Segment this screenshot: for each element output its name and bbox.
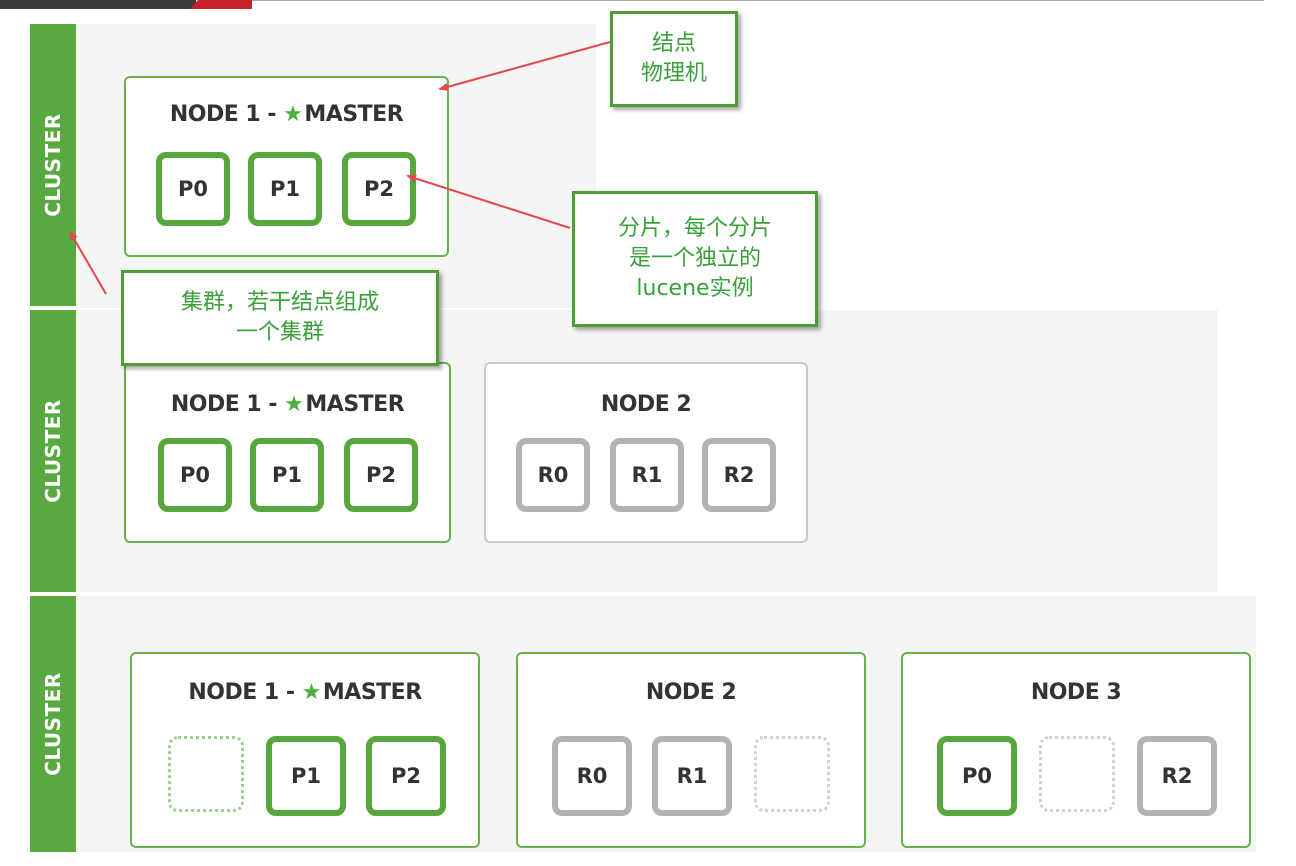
node-title: NODE 3 (1030, 680, 1122, 705)
shard-p0: P0 (158, 438, 232, 512)
star-icon: ★ (284, 392, 304, 417)
shard-p2: P2 (344, 438, 418, 512)
empty-shard-slot (1039, 736, 1115, 812)
arrow-cluster (68, 230, 107, 295)
shard-r0: R0 (516, 438, 590, 512)
shard-p2: P2 (342, 152, 416, 226)
header-bar-red (190, 0, 252, 9)
shard-p1: P1 (250, 438, 324, 512)
node-1-master: NODE 1 - ★MASTER P0 P1 P2 (124, 76, 449, 257)
shard-r0: R0 (552, 736, 632, 816)
cluster-strip-3: CLUSTER (30, 596, 76, 852)
shard-r1: R1 (610, 438, 684, 512)
header-bar-dark (0, 0, 196, 9)
shard-p1: P1 (248, 152, 322, 226)
star-icon: ★ (283, 102, 303, 127)
node-title: NODE 2 (600, 392, 692, 417)
cluster-strip-1: CLUSTER (30, 24, 76, 306)
shard-r1: R1 (652, 736, 732, 816)
node-3: NODE 3 P0 R2 (901, 652, 1251, 848)
node-1-master: NODE 1 - ★MASTER P1 P2 (130, 652, 480, 848)
node-title: NODE 1 - ★MASTER (170, 392, 405, 417)
node-title: NODE 1 - ★MASTER (188, 680, 422, 705)
node-title: NODE 1 - ★MASTER (169, 102, 404, 127)
callout-cluster: 集群，若干结点组成 一个集群 (121, 270, 439, 366)
cluster-strip-2: CLUSTER (30, 310, 76, 592)
header-divider (252, 0, 1264, 1)
arrow-node (438, 41, 611, 91)
node-2: NODE 2 R0 R1 R2 (484, 362, 808, 543)
callout-shard: 分片，每个分片 是一个独立的 lucene实例 (572, 191, 818, 327)
shard-r2: R2 (702, 438, 776, 512)
shard-p1: P1 (266, 736, 346, 816)
node-2: NODE 2 R0 R1 (516, 652, 866, 848)
shard-p2: P2 (366, 736, 446, 816)
empty-shard-slot (168, 736, 244, 812)
shard-p0: P0 (156, 152, 230, 226)
shard-r2: R2 (1137, 736, 1217, 816)
node-1-master: NODE 1 - ★MASTER P0 P1 P2 (124, 362, 451, 543)
empty-shard-slot (754, 736, 830, 812)
callout-node: 结点 物理机 (610, 11, 738, 107)
shard-p0: P0 (937, 736, 1017, 816)
node-title: NODE 2 (645, 680, 737, 705)
star-icon: ★ (301, 680, 322, 705)
arrow-shard (406, 174, 571, 229)
